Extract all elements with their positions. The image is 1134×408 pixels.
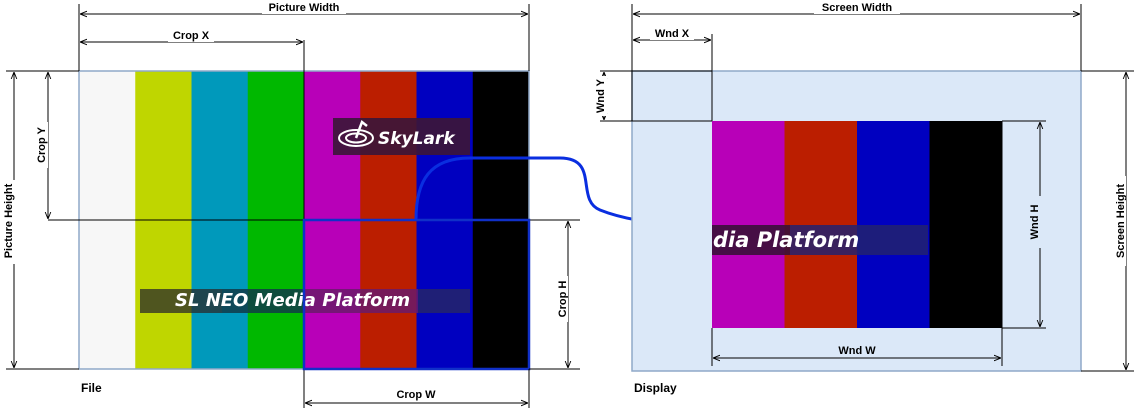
window-bar <box>712 121 785 328</box>
display-screen: dia Platform <box>631 70 1082 372</box>
bird-icon <box>338 119 374 147</box>
display-labels: Screen Width Wnd X Wnd Y Wnd H Screen He… <box>594 0 1127 395</box>
file-picture: SkyLark SL NEO Media Platform <box>48 40 580 408</box>
file-labels: Picture Width Crop X Picture Height Crop… <box>2 0 569 402</box>
file-banner-text: SL NEO Media Platform <box>175 290 410 311</box>
wnd-w-label: Wnd W <box>838 345 876 357</box>
picture-height-label: Picture Height <box>3 183 15 258</box>
window-banner-text: dia Platform <box>713 228 859 252</box>
screen-height-label: Screen Height <box>1115 184 1127 258</box>
skylark-logo-text: SkyLark <box>378 129 456 149</box>
crop-w-label: Crop W <box>396 389 436 401</box>
file-caption: File <box>81 381 102 395</box>
window-bar <box>857 121 930 328</box>
screen-width-label: Screen Width <box>822 2 892 14</box>
file-banner: SL NEO Media Platform <box>140 289 470 313</box>
crop-y-label: Crop Y <box>36 126 48 163</box>
wnd-y-label: Wnd Y <box>595 78 607 113</box>
window-bar <box>929 121 1003 328</box>
window-banner: dia Platform <box>712 225 928 255</box>
picture-width-label: Picture Width <box>269 2 340 14</box>
wnd-x-label: Wnd X <box>655 28 690 40</box>
wnd-offset-box <box>631 70 713 122</box>
window-bar <box>784 121 858 328</box>
wnd-h-label: Wnd H <box>1029 205 1041 240</box>
skylark-logo: SkyLark <box>333 118 470 155</box>
crop-x-label: Crop X <box>173 30 210 42</box>
crop-h-label: Crop H <box>557 281 569 318</box>
window-color-bars <box>712 121 1003 328</box>
display-caption: Display <box>634 381 677 395</box>
